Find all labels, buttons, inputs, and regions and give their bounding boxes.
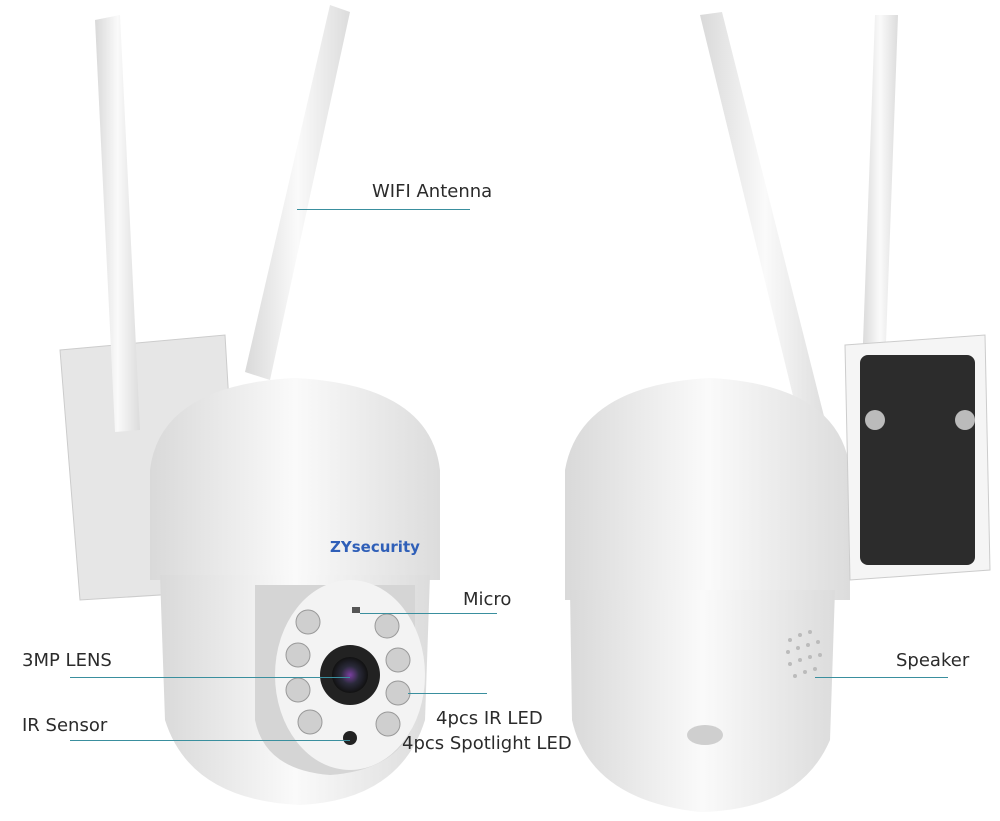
antenna-right: [245, 5, 350, 380]
dome-head: [150, 378, 440, 580]
micro-leader: [360, 613, 497, 614]
speaker-grille: [786, 630, 822, 678]
right-camera: [565, 12, 991, 812]
label-ir-led: 4pcs IR LED: [436, 708, 543, 729]
label-spotlight-led: 4pcs Spotlight LED: [402, 733, 572, 754]
led-leader: [408, 693, 487, 694]
microphone: [352, 607, 360, 613]
wifi-antenna-leader: [297, 209, 470, 210]
antenna-left: [95, 15, 140, 432]
label-lens: 3MP LENS: [22, 650, 112, 671]
brand-logo: ZYsecurity: [330, 538, 420, 556]
left-camera: [59, 5, 440, 805]
label-speaker: Speaker: [896, 650, 970, 671]
lens-leader: [70, 677, 350, 678]
label-micro: Micro: [463, 589, 512, 610]
speaker-leader: [815, 677, 948, 678]
ir-sensor-leader: [70, 740, 350, 741]
ir-sensor: [343, 731, 357, 745]
label-ir-sensor: IR Sensor: [22, 715, 108, 736]
label-wifi-antenna: WIFI Antenna: [372, 181, 493, 202]
